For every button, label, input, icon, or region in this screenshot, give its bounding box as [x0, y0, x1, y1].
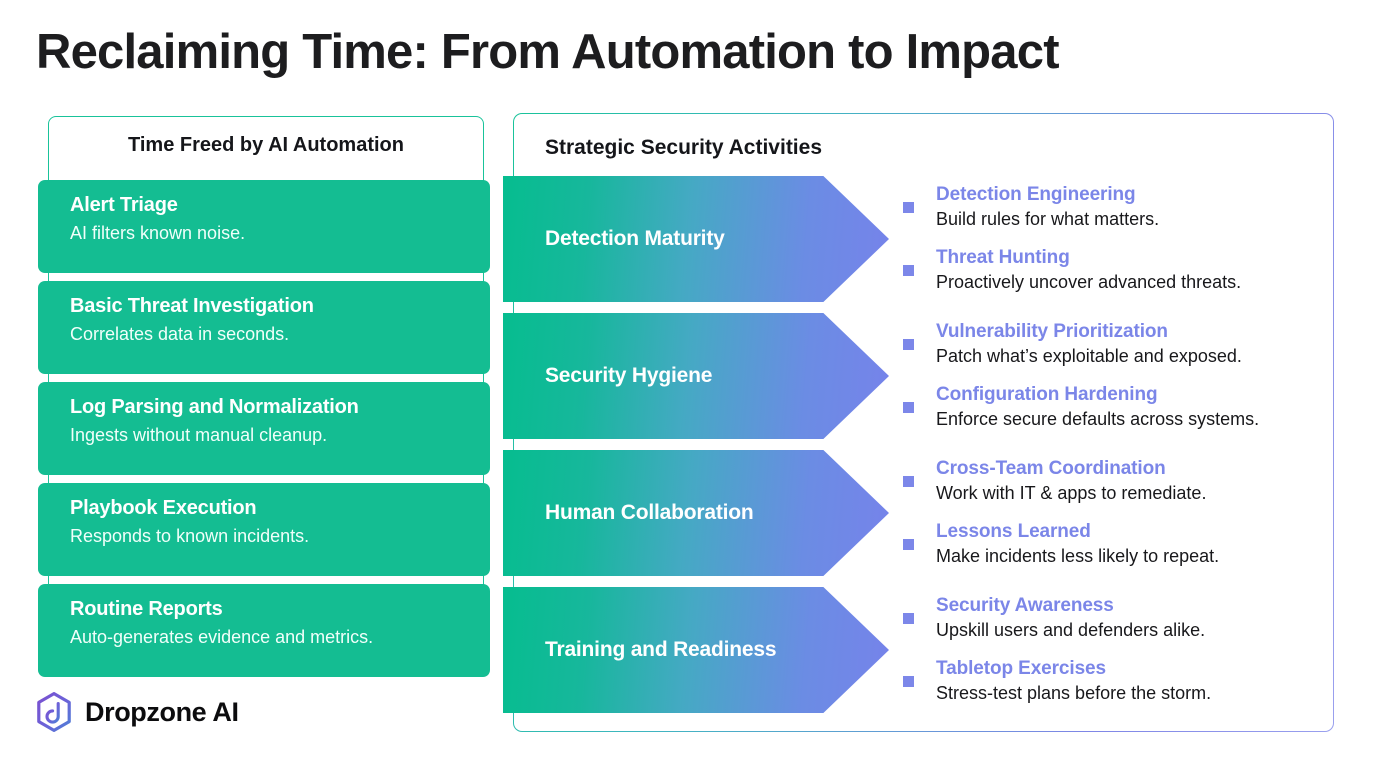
list-item-body: Detection Engineering Build rules for wh… — [936, 183, 1333, 232]
brand-lockup: Dropzone AI — [36, 692, 239, 732]
automation-card: Routine Reports Auto-generates evidence … — [38, 584, 490, 677]
automation-card-desc: Correlates data in seconds. — [70, 324, 290, 344]
strategic-arrow-list: Detection Maturity Security Hygiene Huma… — [503, 176, 889, 724]
list-item-title: Security Awareness — [936, 595, 1114, 617]
automation-card: Alert Triage AI filters known noise. — [38, 180, 490, 273]
list-item: Cross-Team Coordination Work with IT & a… — [903, 450, 1333, 513]
list-item-body: Lessons Learned Make incidents less like… — [936, 520, 1333, 569]
list-item-desc: Build rules for what matters. — [936, 209, 1160, 230]
arrow-shape-icon — [503, 450, 889, 576]
list-item-title: Configuration Hardening — [936, 384, 1158, 406]
arrow-label: Human Collaboration — [545, 501, 754, 524]
strategic-arrow: Human Collaboration — [503, 450, 889, 576]
list-item-desc: Make incidents less likely to repeat. — [936, 546, 1220, 567]
list-item-title: Lessons Learned — [936, 521, 1091, 543]
automation-card-desc: AI filters known noise. — [70, 223, 246, 243]
list-item: Tabletop Exercises Stress-test plans bef… — [903, 650, 1333, 713]
square-bullet-icon — [903, 613, 914, 624]
list-item: Vulnerability Prioritization Patch what’… — [903, 313, 1333, 376]
arrow-shape-icon — [503, 313, 889, 439]
automation-card-desc: Responds to known incidents. — [70, 526, 310, 546]
brand-name: Dropzone AI — [85, 696, 239, 727]
strategic-arrow: Training and Readiness — [503, 587, 889, 713]
arrow-label: Training and Readiness — [545, 638, 777, 661]
page-title: Reclaiming Time: From Automation to Impa… — [36, 25, 1060, 79]
automation-card: Log Parsing and Normalization Ingests wi… — [38, 382, 490, 475]
left-panel-heading: Time Freed by AI Automation — [128, 134, 404, 156]
list-item-body: Cross-Team Coordination Work with IT & a… — [936, 457, 1333, 506]
bullet-group: Detection Engineering Build rules for wh… — [903, 176, 1333, 313]
list-item-desc: Proactively uncover advanced threats. — [936, 272, 1242, 293]
list-item: Threat Hunting Proactively uncover advan… — [903, 239, 1333, 302]
automation-card-desc: Ingests without manual cleanup. — [70, 425, 328, 445]
automation-card: Playbook Execution Responds to known inc… — [38, 483, 490, 576]
list-item-body: Security Awareness Upskill users and def… — [936, 594, 1333, 643]
bullet-group: Security Awareness Upskill users and def… — [903, 587, 1333, 724]
list-item: Security Awareness Upskill users and def… — [903, 587, 1333, 650]
square-bullet-icon — [903, 676, 914, 687]
square-bullet-icon — [903, 202, 914, 213]
automation-card: Basic Threat Investigation Correlates da… — [38, 281, 490, 374]
square-bullet-icon — [903, 539, 914, 550]
automation-card-title: Routine Reports — [70, 598, 223, 620]
list-item-title: Tabletop Exercises — [936, 658, 1106, 680]
bullet-group: Cross-Team Coordination Work with IT & a… — [903, 450, 1333, 587]
list-item: Configuration Hardening Enforce secure d… — [903, 376, 1333, 439]
hexagon-d-logo-icon — [37, 692, 71, 732]
list-item-body: Configuration Hardening Enforce secure d… — [936, 383, 1333, 432]
arrow-label: Security Hygiene — [545, 364, 713, 387]
automation-card-title: Playbook Execution — [70, 497, 257, 519]
list-item: Detection Engineering Build rules for wh… — [903, 176, 1333, 239]
list-item-body: Vulnerability Prioritization Patch what’… — [936, 320, 1333, 369]
square-bullet-icon — [903, 265, 914, 276]
list-item: Lessons Learned Make incidents less like… — [903, 513, 1333, 576]
automation-card-desc: Auto-generates evidence and metrics. — [70, 627, 374, 647]
bullet-group: Vulnerability Prioritization Patch what’… — [903, 313, 1333, 450]
strategic-arrow: Detection Maturity — [503, 176, 889, 302]
arrow-label: Detection Maturity — [545, 227, 725, 250]
right-panel-heading: Strategic Security Activities — [545, 136, 822, 159]
list-item-title: Threat Hunting — [936, 247, 1070, 269]
list-item-desc: Work with IT & apps to remediate. — [936, 483, 1207, 504]
automation-card-list: Alert Triage AI filters known noise. Bas… — [38, 180, 490, 685]
list-item-title: Vulnerability Prioritization — [936, 321, 1168, 343]
list-item-body: Tabletop Exercises Stress-test plans bef… — [936, 657, 1333, 706]
list-item-title: Cross-Team Coordination — [936, 458, 1166, 480]
list-item-desc: Upskill users and defenders alike. — [936, 620, 1206, 641]
automation-card-title: Log Parsing and Normalization — [70, 396, 359, 418]
strategic-arrow: Security Hygiene — [503, 313, 889, 439]
automation-card-title: Basic Threat Investigation — [70, 295, 314, 317]
list-item-desc: Enforce secure defaults across systems. — [936, 409, 1260, 430]
list-item-body: Threat Hunting Proactively uncover advan… — [936, 246, 1333, 295]
square-bullet-icon — [903, 476, 914, 487]
strategic-detail-list: Detection Engineering Build rules for wh… — [903, 176, 1333, 724]
list-item-title: Detection Engineering — [936, 184, 1136, 206]
arrow-shape-icon — [503, 587, 889, 713]
list-item-desc: Patch what’s exploitable and exposed. — [936, 346, 1242, 367]
square-bullet-icon — [903, 402, 914, 413]
arrow-shape-icon — [503, 176, 889, 302]
square-bullet-icon — [903, 339, 914, 350]
list-item-desc: Stress-test plans before the storm. — [936, 683, 1212, 704]
automation-card-title: Alert Triage — [70, 194, 178, 216]
